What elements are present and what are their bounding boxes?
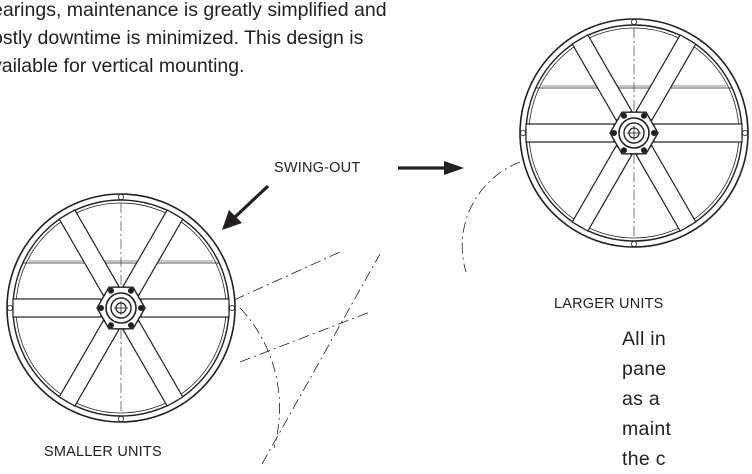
right-line: maint	[622, 418, 672, 440]
intro-line: vailable for vertical mounting.	[0, 55, 245, 77]
right-line: the c	[622, 448, 666, 470]
swing-out-label: SWING-OUT	[274, 160, 361, 176]
small-swing-arc	[233, 251, 381, 464]
right-line: as a	[622, 388, 661, 410]
swing-out-arrows	[222, 161, 464, 230]
intro-paragraph: earings, maintenance is greatly simplifi…	[0, 0, 387, 80]
large-fan-unit	[519, 18, 749, 248]
large-swing-arc	[461, 161, 521, 273]
intro-line: earings, maintenance is greatly simplifi…	[0, 0, 387, 21]
fan-diagram	[6, 18, 749, 464]
intro-line: ostly downtime is minimized. This design…	[0, 27, 364, 49]
small-fan-unit	[6, 193, 236, 423]
right-line: All in	[622, 328, 667, 350]
smaller-units-caption: SMALLER UNITS	[44, 444, 162, 460]
right-paragraph: All in pane as a maint the c	[622, 324, 671, 474]
right-line: pane	[622, 358, 667, 380]
larger-units-caption: LARGER UNITS	[554, 296, 664, 312]
